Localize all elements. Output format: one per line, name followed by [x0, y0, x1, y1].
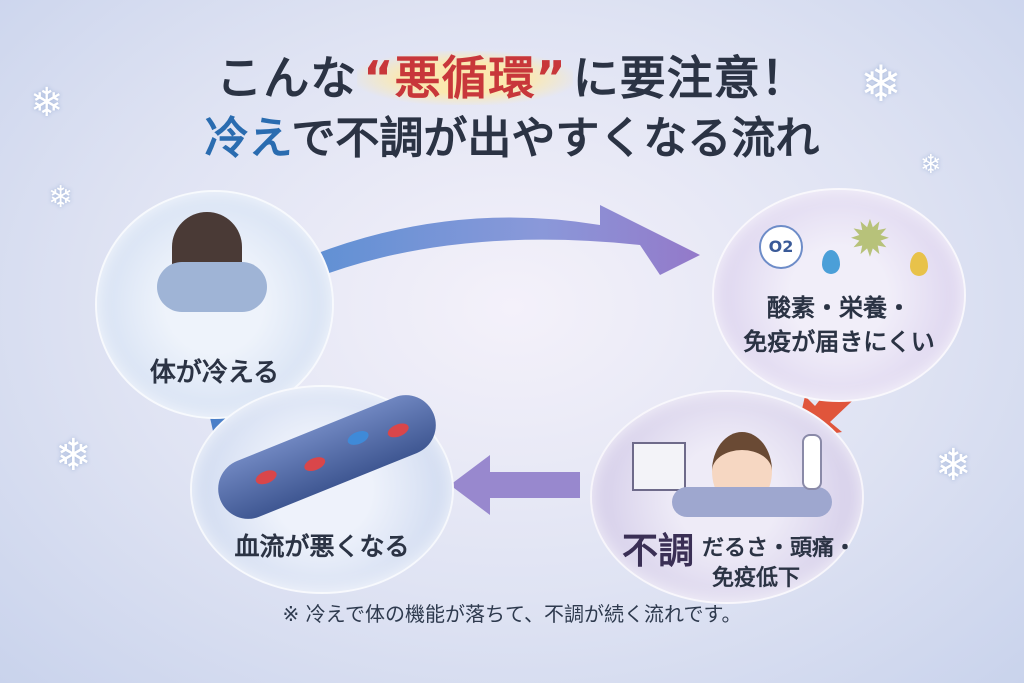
step-label-line1: 酸素・栄養・ [767, 294, 911, 322]
water-drop-icon [822, 250, 840, 274]
title-prefix: こんな [216, 51, 358, 105]
step-nutrients: O2 ✹ 酸素・栄養・ 免疫が届きにくい [712, 188, 966, 402]
step-label-line1: だるさ・頭痛・ [702, 536, 857, 561]
footnote: ※ 冷えで体の機能が落ちて、不調が続く流れです。 [282, 602, 742, 626]
house-icon [632, 442, 686, 491]
snowflake-icon: ❄ [55, 430, 92, 481]
quote-open: “ [363, 51, 395, 105]
arrow-left [450, 455, 580, 515]
step-label-big: 不調 [622, 531, 695, 572]
yellow-drop-icon [910, 252, 928, 276]
oxygen-icon: O2 [759, 225, 803, 269]
title-suffix: に要注意！ [572, 51, 808, 105]
step-label: 血流が悪くなる [234, 532, 410, 561]
blanket [672, 487, 832, 517]
highlight-text: 悪循環 [394, 51, 536, 105]
snowflake-icon: ❄ [935, 440, 972, 491]
page-subtitle: 冷えで不調が出やすくなる流れ [0, 102, 1024, 166]
step-label-line2: 免疫低下 [712, 566, 801, 591]
snowflake-icon: ❄ [30, 80, 64, 126]
quote-close: ” [535, 51, 567, 105]
page-title: こんな“悪循環”に要注意！ [0, 42, 1024, 108]
blood-vessel-illustration [209, 386, 445, 528]
subtitle-highlight: 冷え [204, 113, 292, 164]
step-illness: 不調 だるさ・頭痛・ 免疫低下 [590, 390, 864, 604]
subtitle-rest: で不調が出やすくなる流れ [291, 113, 820, 164]
arrow-top [305, 205, 700, 280]
virus-icon: ✹ [849, 210, 891, 268]
title-highlight: “悪循環” [357, 51, 573, 105]
cold-person-illustration [157, 212, 267, 342]
thermometer-icon [802, 434, 822, 490]
step-label: 体が冷える [149, 358, 280, 388]
snowflake-icon: ❄ [920, 150, 942, 180]
step-body-cold: 体が冷える [95, 190, 334, 419]
step-label-line2: 免疫が届きにくい [743, 328, 935, 356]
step-blood-flow: 血流が悪くなる [190, 385, 454, 594]
snowflake-icon: ❄ [860, 55, 902, 113]
snowflake-icon: ❄ [48, 180, 74, 215]
